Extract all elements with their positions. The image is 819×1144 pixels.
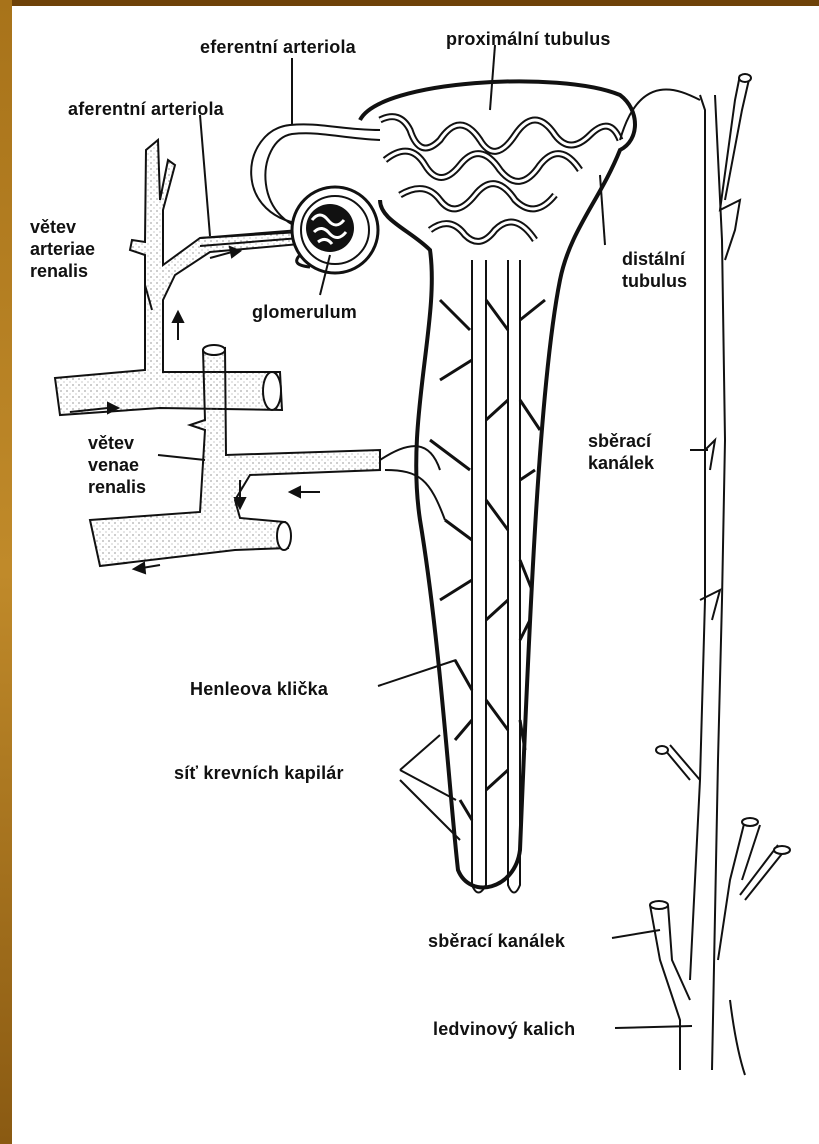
collecting-duct [650,75,785,1075]
label-aferentni-arteriola: aferentní arteriola [68,98,224,120]
label-distalni-tubulus: distální tubulus [622,248,687,292]
label-vetev-arteriae-renalis: větev arteriae renalis [30,216,95,282]
glomerulus [292,187,378,273]
label-sberaci-kanalek-right: sběrací kanálek [588,430,654,474]
label-proximalni-tubulus: proximální tubulus [446,28,611,50]
nephron-tubule [360,81,700,892]
label-glomerulum: glomerulum [252,301,357,323]
label-henleova-klicka: Henleova klička [190,678,328,700]
label-line: větev [88,432,146,454]
label-vetev-venae-renalis: větev venae renalis [88,432,146,498]
vein-cut-end [277,522,291,550]
label-line: sběrací [588,430,654,452]
label-sit-krevnich-kapilar: síť krevních kapilár [174,762,344,784]
artery-cut-end [263,372,281,410]
label-eferentni-arteriola: eferentní arteriola [200,36,356,58]
label-line: tubulus [622,270,687,292]
label-line: arteriae [30,238,95,260]
label-sberaci-kanalek-bottom: sběrací kanálek [428,930,565,952]
label-line: distální [622,248,687,270]
label-ledvinovy-kalich: ledvinový kalich [433,1018,575,1040]
vein-cut-top [203,345,225,355]
label-line: renalis [88,476,146,498]
label-line: venae [88,454,146,476]
label-line: renalis [30,260,95,282]
label-line: větev [30,216,95,238]
label-line: kanálek [588,452,654,474]
